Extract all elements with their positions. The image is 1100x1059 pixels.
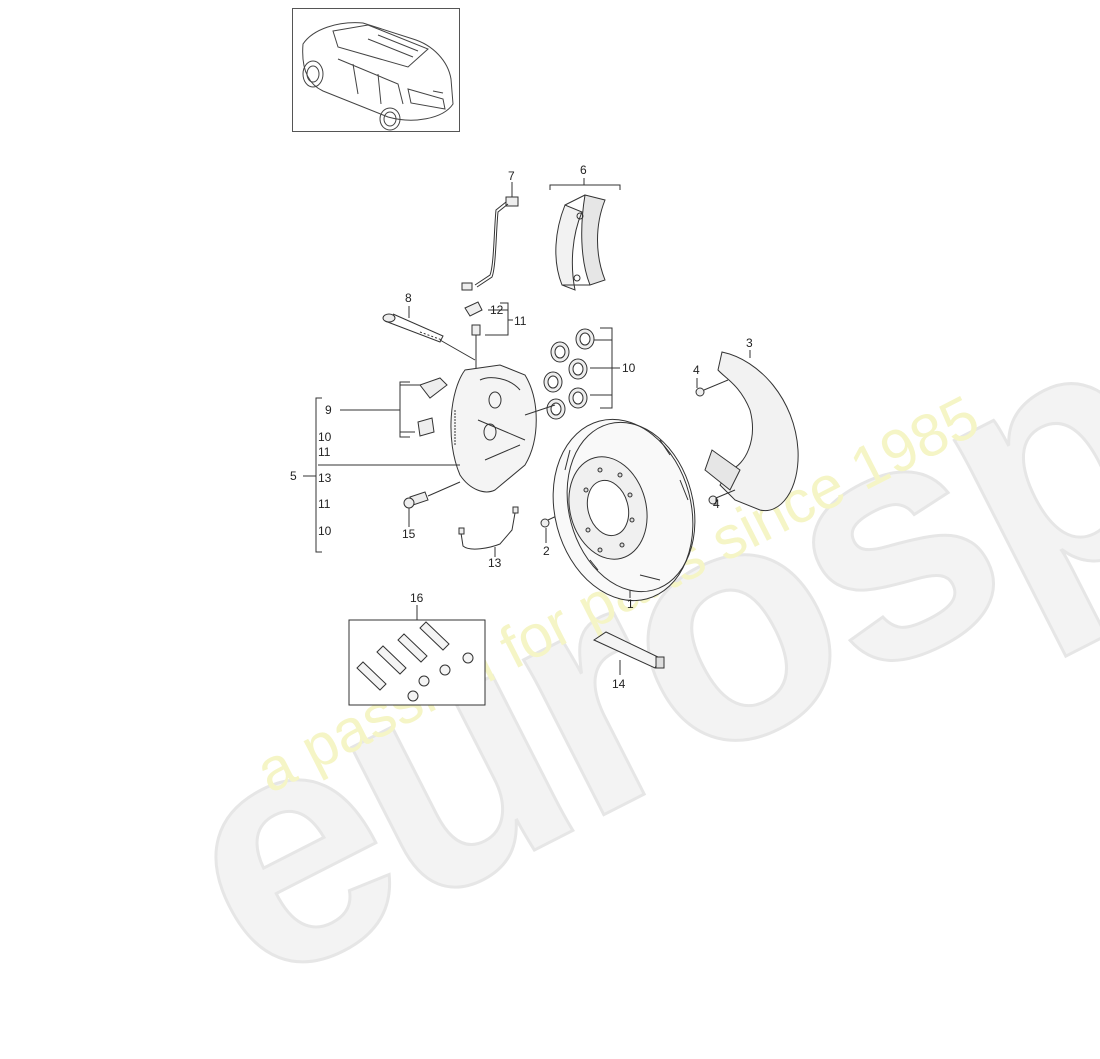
wheel-bolts-icon	[356, 621, 474, 702]
group5-item-10a: 10	[318, 430, 332, 444]
bleeder-icon	[464, 301, 483, 375]
callout-6[interactable]: 6	[580, 163, 587, 177]
callout-3[interactable]: 3	[746, 336, 753, 350]
group5-item-13: 13	[318, 471, 332, 485]
brake-line-icon	[458, 506, 519, 550]
callout-16[interactable]: 16	[410, 591, 424, 605]
retaining-clips-icon	[417, 377, 448, 437]
wear-sensor-icon	[461, 196, 519, 291]
piston-seals-icon	[543, 328, 595, 420]
callout-15[interactable]: 15	[402, 527, 416, 541]
group5-item-11b: 11	[318, 497, 331, 511]
dust-shield-icon	[704, 351, 799, 512]
brake-pads-icon	[555, 194, 606, 291]
brake-disc-icon	[552, 418, 696, 602]
callout-10-seals[interactable]: 10	[622, 361, 636, 375]
banjo-bolt-icon	[403, 491, 429, 509]
disc-screw-icon	[540, 518, 550, 528]
shield-bolt-lower-icon	[708, 495, 718, 505]
group5-item-11a: 11	[318, 445, 331, 459]
callout-11-bleeder[interactable]: 11	[514, 314, 527, 328]
brake-caliper-icon	[450, 364, 556, 493]
callout-1[interactable]: 1	[627, 597, 634, 611]
car-icon	[302, 22, 454, 131]
callout-12[interactable]: 12	[490, 303, 504, 317]
brake-diagram	[303, 178, 799, 706]
callout-2[interactable]: 2	[543, 544, 550, 558]
callout-7[interactable]: 7	[508, 169, 515, 183]
callout-4-lower[interactable]: 4	[713, 497, 720, 511]
grease-tube-icon	[592, 631, 665, 669]
shield-bolt-upper-icon	[695, 387, 705, 397]
callout-9[interactable]: 9	[325, 403, 332, 417]
callout-13[interactable]: 13	[488, 556, 502, 570]
group5-item-10b: 10	[318, 524, 332, 538]
callout-8[interactable]: 8	[405, 291, 412, 305]
callout-5[interactable]: 5	[290, 469, 297, 483]
callout-4-upper[interactable]: 4	[693, 363, 700, 377]
caliper-bolt-icon	[382, 313, 476, 361]
vehicle-thumbnail	[292, 8, 460, 132]
callout-14[interactable]: 14	[612, 677, 626, 691]
